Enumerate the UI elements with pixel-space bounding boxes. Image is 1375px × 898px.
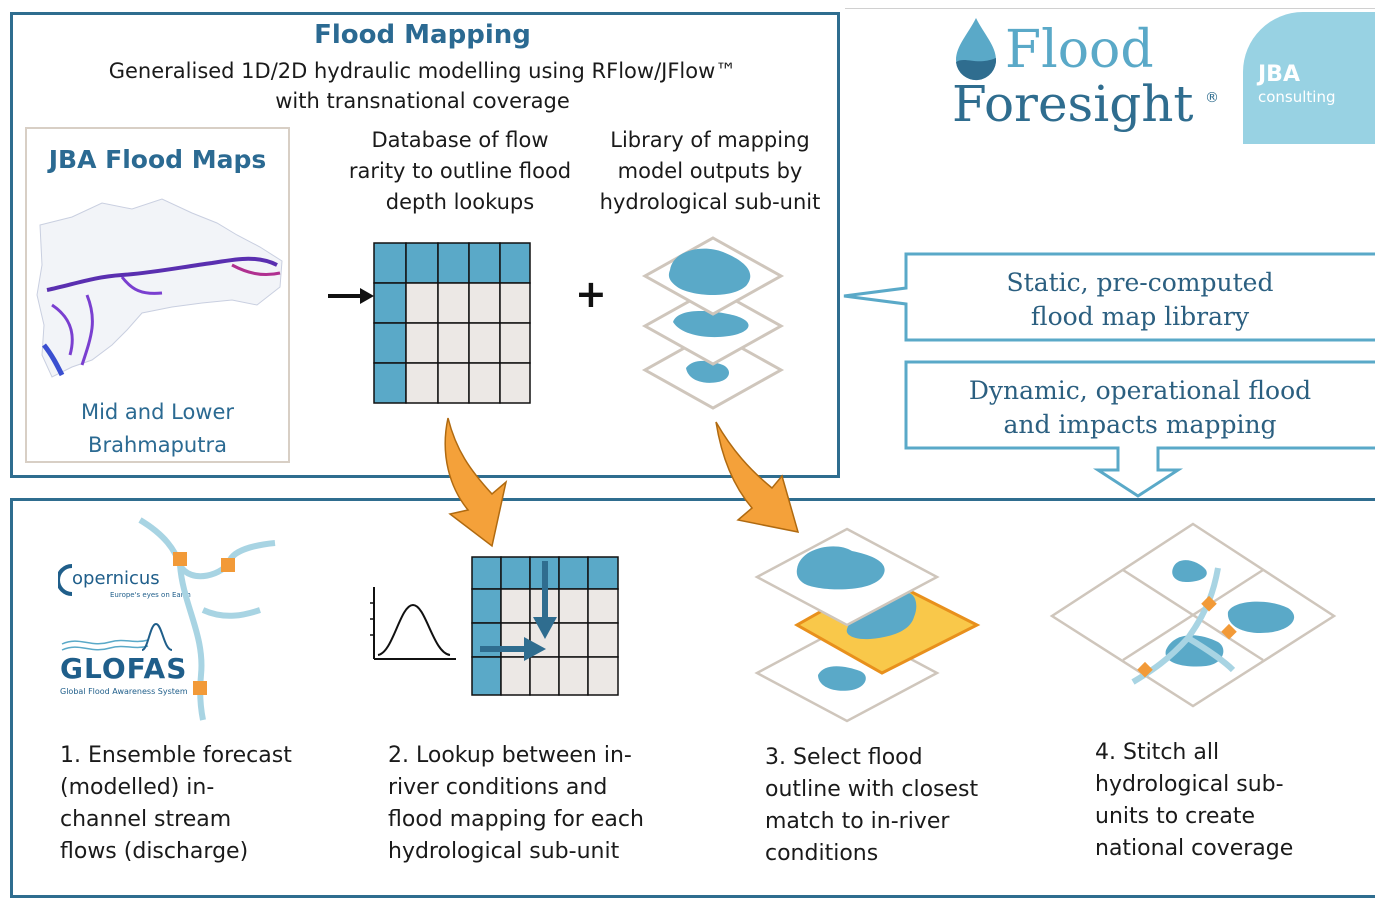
distribution-curve-icon <box>370 587 456 660</box>
copernicus-wordmark: opernicus <box>72 568 160 589</box>
library-line-3: hydrological sub-unit <box>599 190 821 214</box>
lookup-selection-grid <box>471 556 619 696</box>
orange-flow-arrows <box>444 417 800 548</box>
river-network-icon <box>138 517 276 721</box>
copernicus-tagline: Europe's eyes on Earth <box>110 591 191 599</box>
step-3-line-3: match to in-river <box>765 809 950 834</box>
panel-subtitle: Generalised 1D/2D hydraulic modelling us… <box>0 56 845 116</box>
step-3-line-2: outline with closest <box>765 777 979 802</box>
top-divider <box>845 8 1375 9</box>
step-4-line-2: hydrological sub- <box>1095 772 1284 797</box>
grid-index-column <box>373 282 407 404</box>
side-arrows <box>843 252 1375 498</box>
grid-header-row <box>373 242 531 284</box>
map-caption-line-1: Mid and Lower <box>80 400 235 424</box>
step-4-text: 4. Stitch all hydrological sub- units to… <box>1095 737 1355 865</box>
stitched-subunits-map <box>1049 522 1337 708</box>
flood-layer-stack <box>641 236 785 410</box>
database-heading: Database of flow rarity to outline flood… <box>335 125 585 218</box>
dynamic-line-1: Dynamic, operational flood <box>968 376 1312 405</box>
database-line-2: rarity to outline flood <box>348 159 572 183</box>
glofas-wave-icon <box>61 622 173 651</box>
dynamic-line-2: and impacts mapping <box>1003 410 1277 439</box>
static-library-label: Static, pre-computed flood map library <box>910 266 1370 334</box>
static-line-2: flood map library <box>1030 302 1250 331</box>
dynamic-mapping-arrow <box>904 360 1375 498</box>
selected-layer-stack <box>754 527 981 723</box>
plus-icon: + <box>575 272 607 316</box>
panel-title: Flood Mapping <box>314 20 531 50</box>
step-1-line-4: flows (discharge) <box>60 839 249 864</box>
library-line-1: Library of mapping <box>610 128 810 152</box>
layer-bottom <box>641 330 785 410</box>
input-arrow-icon <box>328 288 374 304</box>
step-4-line-4: national coverage <box>1095 836 1294 861</box>
static-library-arrow <box>843 252 1375 342</box>
dynamic-mapping-label: Dynamic, operational flood and impacts m… <box>910 374 1370 442</box>
step-2-line-3: flood mapping for each <box>388 807 644 832</box>
step-2-line-4: hydrological sub-unit <box>388 839 620 864</box>
right-arrow-icon <box>480 637 546 661</box>
step-3-line-4: conditions <box>765 841 879 866</box>
database-line-1: Database of flow <box>371 128 549 152</box>
lookup-table-grid <box>328 242 531 404</box>
glofas-tagline: Global Flood Awareness System <box>60 687 188 696</box>
step-2-line-2: river conditions and <box>388 775 608 800</box>
step-1-line-3: channel stream <box>60 807 232 832</box>
step-3-text: 3. Select flood outline with closest mat… <box>765 742 1025 870</box>
subtitle-line-2: with transnational coverage <box>275 89 570 113</box>
foresight-wordmark: Foresight <box>952 75 1194 133</box>
step-1-line-2: (modelled) in- <box>60 775 215 800</box>
static-line-1: Static, pre-computed <box>1006 268 1274 297</box>
flood-foresight-drop-icon <box>956 18 997 81</box>
orange-arrow-left <box>444 417 508 548</box>
glofas-wordmark: GLOFAS <box>60 652 188 685</box>
flood-map-title: JBA Flood Maps <box>48 145 267 174</box>
step-1-line-1: 1. Ensemble forecast <box>60 743 292 768</box>
step-2-line-1: 2. Lookup between in- <box>388 743 632 768</box>
consulting-wordmark: consulting <box>1258 88 1336 106</box>
library-line-2: model outputs by <box>617 159 803 183</box>
step3-layer-top <box>754 527 940 627</box>
library-heading: Library of mapping model outputs by hydr… <box>585 125 835 218</box>
step-4-line-3: units to create <box>1095 804 1255 829</box>
map-caption: Mid and Lower Brahmaputra <box>25 396 290 462</box>
layer-middle <box>641 286 785 366</box>
orange-arrow-right <box>715 421 800 533</box>
brahmaputra-map-image <box>36 198 283 378</box>
step-1-text: 1. Ensemble forecast (modelled) in- chan… <box>60 740 340 868</box>
jba-wordmark: JBA <box>1258 62 1300 87</box>
flood-mapping-panel <box>10 12 840 478</box>
step-4-line-1: 4. Stitch all <box>1095 740 1220 765</box>
grid-body <box>405 282 531 404</box>
step-2-text: 2. Lookup between in- river conditions a… <box>388 740 688 868</box>
down-arrow-icon <box>533 561 557 639</box>
flood-foresight-logo: Flood <box>1005 20 1154 80</box>
database-line-3: depth lookups <box>385 190 535 214</box>
layer-top <box>641 236 785 316</box>
copernicus-logo <box>58 564 73 596</box>
jba-logo <box>1243 12 1375 144</box>
step-3-line-1: 3. Select flood <box>765 745 923 770</box>
subtitle-line-1: Generalised 1D/2D hydraulic modelling us… <box>108 59 737 83</box>
map-caption-line-2: Brahmaputra <box>88 433 227 457</box>
registered-mark: ® <box>1205 90 1219 106</box>
